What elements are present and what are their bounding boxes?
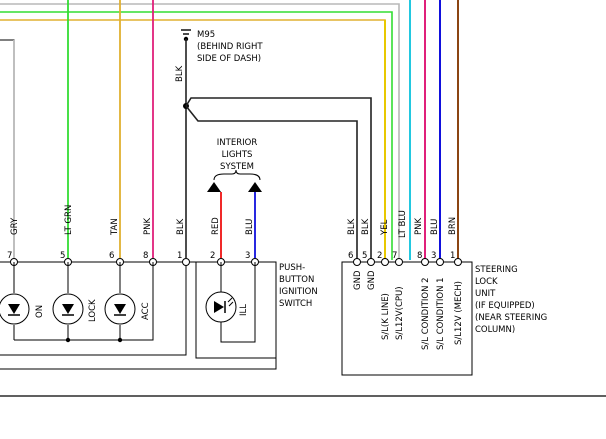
pin-1 [182,258,190,266]
lock-signal-1: GND [367,270,377,290]
push-switch-inner-b [195,262,276,359]
switch-wire-color-6: BLU [245,219,255,235]
lock-wire-color-4: PNK [414,218,424,235]
lock-pin-num-1: 5 [362,251,367,261]
switch-pin-num-5: 2 [210,251,215,261]
steering-lock-name-2: LOCK [475,277,498,287]
lock-wire-color-5: BLU [430,219,440,235]
interior-bracket [213,169,261,181]
lock-wire-color-3: LT BLU [398,210,408,238]
switch-wire-color-2: TAN [110,218,120,236]
led-on-icon [0,293,30,325]
led-acc-icon [104,293,136,325]
switch-wire-color-4: BLK [176,218,186,235]
arrow-blu [248,182,262,192]
lock-pin-3 [436,258,444,266]
lock-pin-6 [353,258,361,266]
lock-pin-num-6: 1 [450,251,455,261]
led-lock-icon [52,293,84,325]
indicator-label-ill: ILL [239,304,249,316]
switch-pin-num-2: 6 [109,251,114,261]
push-switch-name-3: IGNITION [279,287,318,297]
lock-wire-color-1: BLK [361,218,371,235]
switch-pin-num-0: 7 [7,251,12,261]
lock-pin-1 [454,258,462,266]
lock-pin-7 [395,258,403,266]
switch-wire-color-1: LT GRN [64,205,74,235]
wire-lt-grn-top [0,11,393,260]
steering-lock-name-3: UNIT [475,289,496,299]
ground-id: M95 [197,30,215,40]
lock-signal-4: S/L CONDITION 2 [421,277,431,350]
steering-lock-box [341,261,473,376]
lock-wire-color-0: BLK [347,218,357,235]
lock-pin-num-2: 2 [377,251,382,261]
indicator-bus [14,262,154,341]
push-switch-box [0,261,277,370]
interior-title-1: INTERIOR [217,138,258,148]
lock-signal-6: S/L12V (MECH) [454,281,464,345]
push-switch-name-4: SWITCH [279,299,312,309]
switch-wire-color-3: PNK [143,218,153,235]
lock-wire-color-6: BRN [448,217,458,235]
lock-pin-num-3: 7 [392,251,397,261]
wire-blk-to-lock-5 [185,97,372,260]
ground-wire-color: BLK [175,65,185,82]
indicator-label-on: ON [35,305,45,318]
push-switch-name-1: PUSH- [279,263,305,273]
switch-wire-color-5: RED [211,217,221,235]
lock-pin-num-0: 6 [348,251,353,261]
ground-location-1: (BEHIND RIGHT [197,42,263,52]
lock-pin-num-5: 3 [431,251,436,261]
push-switch-name-2: BUTTON [279,275,314,285]
wire-blk-to-lock-6 [185,105,358,260]
led-ill-icon [205,291,237,323]
junction-lock [65,337,71,343]
indicator-label-acc: ACC [141,302,151,320]
interior-title-3: SYSTEM [220,162,254,172]
ground-location-2: SIDE OF DASH) [197,54,261,64]
push-switch-inner-a [0,262,187,356]
lock-signal-2: S/L(K LINE) [381,293,391,340]
lock-pin-8 [421,258,429,266]
wire-tan-top [0,19,386,260]
steering-lock-name-4: (IF EQUIPPED) [475,301,535,311]
lock-pin-5 [367,258,375,266]
wire-gray-top [0,3,400,260]
lock-signal-3: S/L12V(CPU) [395,286,405,340]
steering-lock-name-6: COLUMN) [475,325,515,335]
ill-circuit [220,262,256,343]
indicator-label-lock: LOCK [88,299,98,322]
arrow-red [207,182,221,192]
switch-pin-num-3: 8 [143,251,148,261]
switch-pin-num-1: 5 [60,251,65,261]
lock-pin-num-4: 8 [417,251,422,261]
switch-pin-num-4: 1 [177,251,182,261]
steering-lock-name-5: (NEAR STEERING [475,313,547,323]
steering-lock-name-1: STEERING [475,265,518,275]
lock-signal-0: GND [353,270,363,290]
lock-signal-5: S/L CONDITION 1 [436,277,446,350]
interior-title-2: LIGHTS [222,150,253,160]
lock-wire-color-2: YEL [380,219,390,236]
switch-wire-color-0: GRY [10,217,20,235]
junction-acc [117,337,123,343]
lock-pin-2 [381,258,389,266]
switch-pin-num-6: 3 [245,251,250,261]
